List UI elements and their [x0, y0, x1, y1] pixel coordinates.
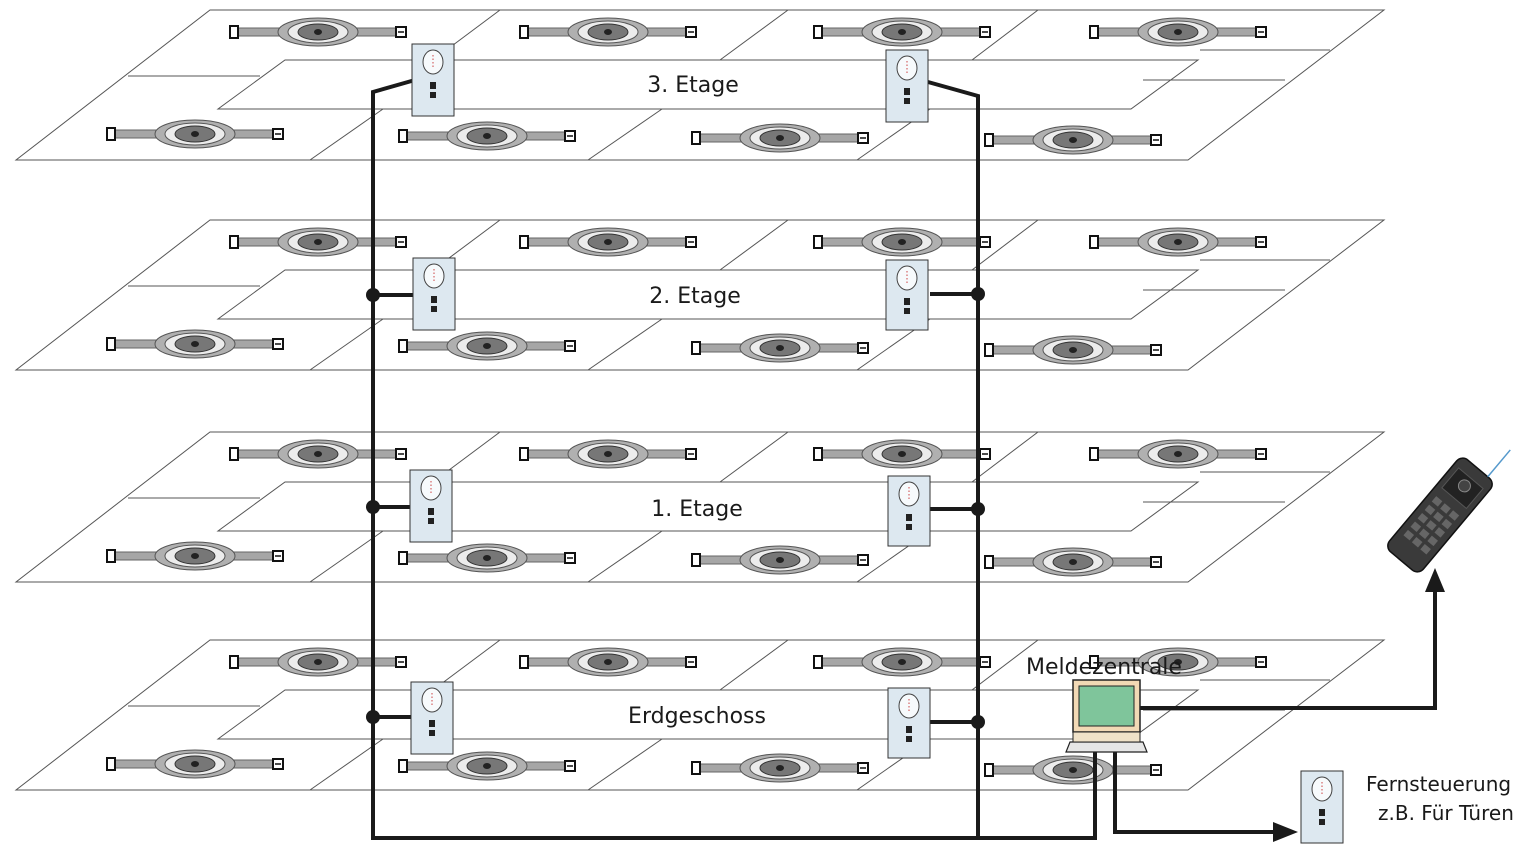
junction-dot: [366, 710, 380, 724]
junction-dot: [366, 288, 380, 302]
detector-icon: [984, 335, 1162, 365]
detector-icon: [1089, 227, 1267, 257]
junction-dot: [971, 502, 985, 516]
floor-2: [14, 431, 1386, 583]
remote-control-label-line2: z.B. Für Türen: [1378, 801, 1514, 825]
detector-icon: [398, 121, 576, 151]
left-trunk: [371, 78, 1097, 840]
arrow-icon: [1425, 568, 1445, 592]
panel-icon: [1300, 770, 1344, 844]
floor-0: [14, 9, 1386, 161]
detector-icon: [813, 647, 991, 677]
panel-icon: [409, 469, 453, 543]
phone-link: [1140, 590, 1437, 710]
detector-icon: [229, 647, 407, 677]
detector-icon: [1089, 439, 1267, 469]
detector-icon: [229, 17, 407, 47]
detector-icon: [813, 439, 991, 469]
floor-label-3: 3. Etage: [647, 73, 739, 98]
detector-icon: [106, 749, 284, 779]
detector-icon: [519, 17, 697, 47]
detector-icon: [106, 329, 284, 359]
detector-icon: [813, 17, 991, 47]
mobile-phone-icon: [1387, 449, 1511, 573]
junction-dot: [971, 287, 985, 301]
computer-icon: [1065, 679, 1148, 753]
floor-1: [14, 219, 1386, 371]
right-trunk: [927, 80, 980, 838]
floor-label-ground: Erdgeschoss: [628, 704, 766, 729]
detector-icon: [398, 543, 576, 573]
detector-icon: [519, 227, 697, 257]
junction-dot: [366, 500, 380, 514]
detector-icon: [519, 647, 697, 677]
detector-icon: [398, 331, 576, 361]
panels: [409, 43, 1344, 844]
junction-dot: [971, 715, 985, 729]
detector-icon: [229, 227, 407, 257]
panel-icon: [412, 257, 456, 331]
detector-icon: [106, 119, 284, 149]
control-center-label: Meldezentrale: [1026, 655, 1182, 680]
detector-icon: [691, 753, 869, 783]
panel-icon: [885, 259, 929, 331]
detector-icon: [984, 125, 1162, 155]
detector-icon: [984, 547, 1162, 577]
detector-icon: [691, 333, 869, 363]
floor-label-2: 2. Etage: [649, 284, 741, 309]
floor-3: [14, 639, 1386, 791]
panel-icon: [885, 49, 929, 123]
panel-icon: [410, 681, 454, 755]
wiring: [371, 78, 1437, 840]
floor-label-1: 1. Etage: [651, 497, 743, 522]
panel-icon: [887, 475, 931, 547]
panel-icon: [887, 687, 931, 759]
detector-icon: [984, 755, 1162, 785]
detector-icon: [519, 439, 697, 469]
detector-icon: [1089, 647, 1267, 677]
detector-icon: [106, 541, 284, 571]
detector-icon: [398, 751, 576, 781]
detector-icon: [691, 123, 869, 153]
detector-icon: [1089, 17, 1267, 47]
panel-icon: [411, 43, 455, 117]
detector-icon: [229, 439, 407, 469]
remote-control-label-line1: Fernsteuerung: [1366, 772, 1512, 796]
remote-link: [1113, 745, 1275, 834]
detector-icon: [691, 545, 869, 575]
arrow-icon: [1273, 822, 1298, 842]
detector-icon: [813, 227, 991, 257]
